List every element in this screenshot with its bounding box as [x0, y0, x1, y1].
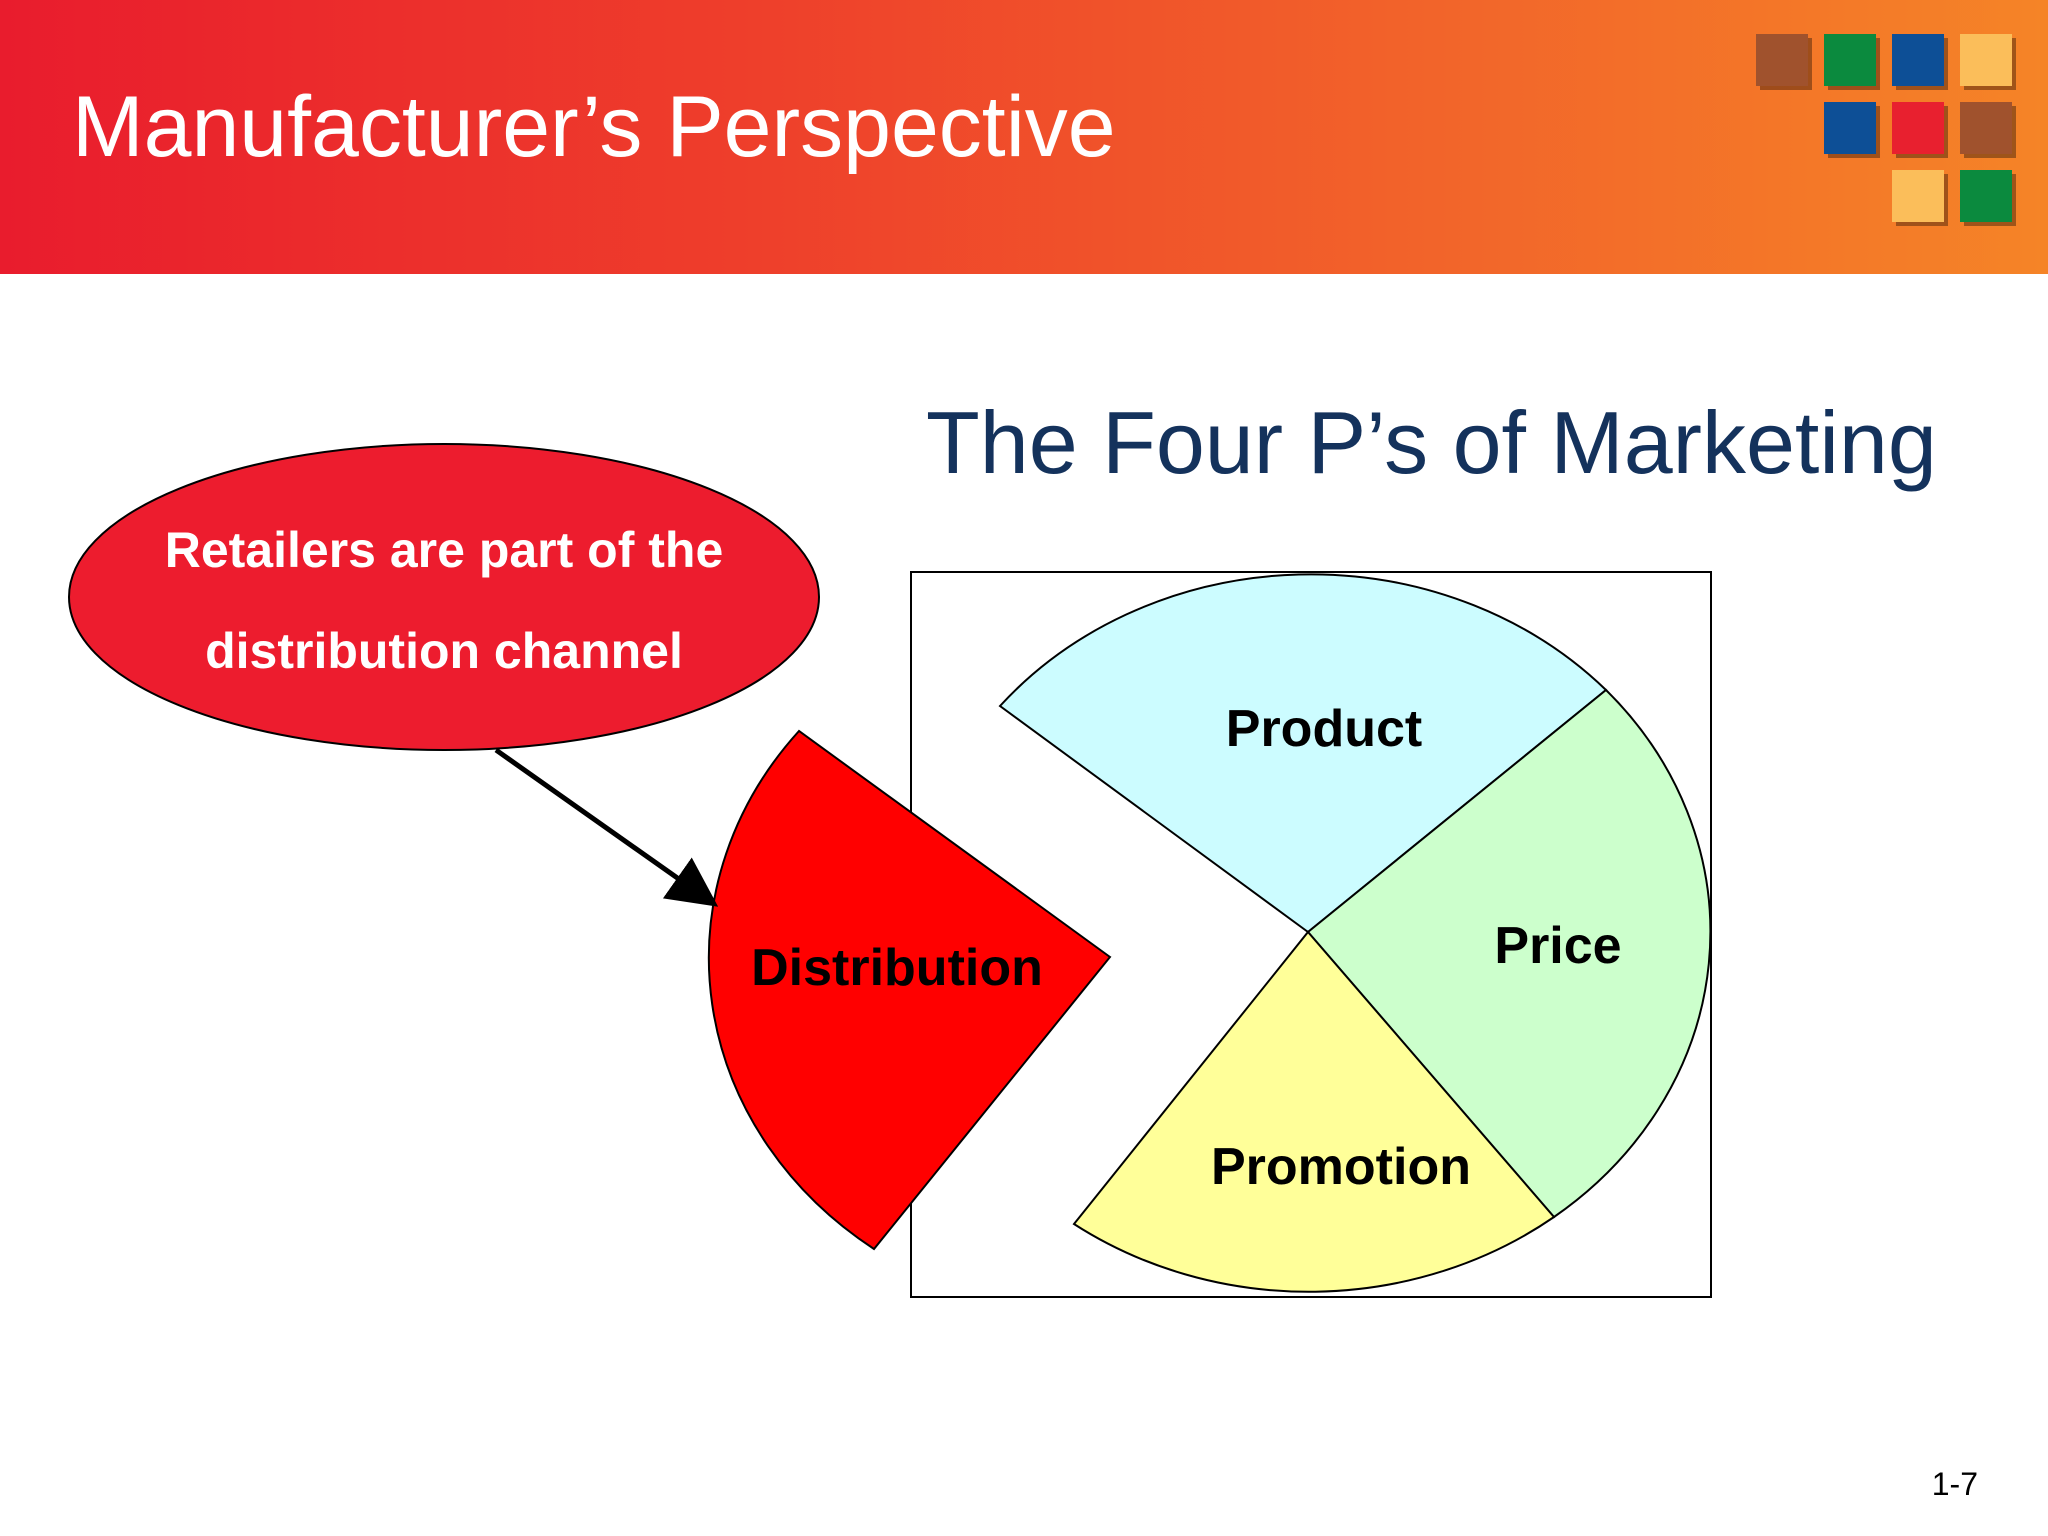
logo-tile: [1892, 102, 1944, 154]
logo-tile: [1960, 170, 2012, 222]
price-label: Price: [1494, 917, 1621, 975]
logo-tile: [1824, 34, 1876, 86]
callout-text-line2: distribution channel: [205, 623, 683, 679]
logo-tile: [1960, 102, 2012, 154]
callout-arrow: [494, 747, 719, 907]
distribution-label: Distribution: [751, 939, 1043, 997]
promotion-segment: [1072, 930, 1556, 1293]
callout-text-line1: Retailers are part of the: [165, 522, 724, 578]
logo-tile: [1960, 34, 2012, 86]
slide-title: Manufacturer’s Perspective: [72, 79, 1116, 175]
product-label: Product: [1226, 700, 1422, 758]
price-segment: [1306, 688, 1712, 1219]
callout-bubble: [68, 443, 820, 751]
slide-number: 1-7: [1931, 1466, 1978, 1502]
logo-tile: [1756, 34, 1808, 86]
promotion-label: Promotion: [1211, 1138, 1471, 1196]
logo-tile: [1824, 102, 1876, 154]
logo-tile: [1892, 34, 1944, 86]
logo-tile: [1892, 170, 1944, 222]
title-bar: Manufacturer’s Perspective: [0, 0, 2048, 274]
diagram-title: The Four P’s of Marketing: [926, 393, 1937, 492]
product-segment: [998, 573, 1608, 934]
distribution-segment: [707, 729, 1112, 1251]
